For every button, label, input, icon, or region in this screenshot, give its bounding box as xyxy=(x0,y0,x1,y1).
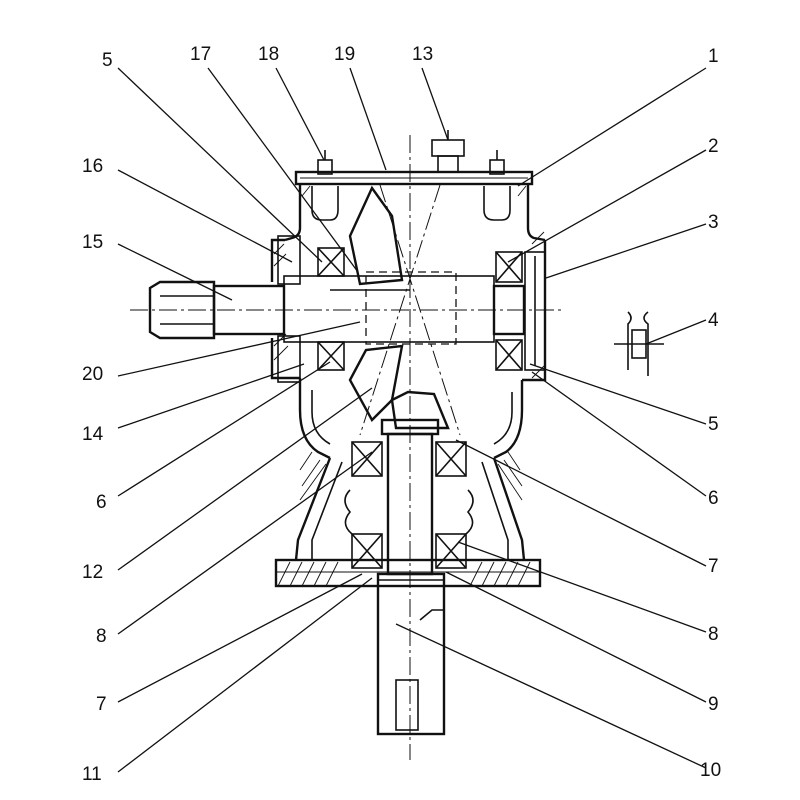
callout-14: 14 xyxy=(82,424,104,445)
callout-18: 18 xyxy=(258,44,279,65)
callouts: 5 17 18 19 13 1 2 16 3 15 4 20 14 5 6 6 … xyxy=(82,44,721,785)
bearings xyxy=(317,247,523,569)
callout-10: 10 xyxy=(700,760,721,781)
callout-6-right: 6 xyxy=(708,488,719,509)
leader-lines xyxy=(117,67,707,773)
housing xyxy=(270,130,547,588)
callout-20: 20 xyxy=(82,364,103,385)
callout-6-left: 6 xyxy=(96,492,107,513)
callout-5-right: 5 xyxy=(708,414,719,435)
bevel-gears xyxy=(330,185,450,430)
callout-4: 4 xyxy=(708,310,719,331)
callout-2: 2 xyxy=(708,136,719,157)
callout-8-right: 8 xyxy=(708,624,719,645)
callout-7-left: 7 xyxy=(96,694,107,715)
callout-8-left: 8 xyxy=(96,626,107,647)
detail-4 xyxy=(614,311,664,376)
callout-5-top: 5 xyxy=(102,50,113,71)
callout-15: 15 xyxy=(82,232,103,253)
callout-13: 13 xyxy=(412,44,433,65)
top-cover xyxy=(294,170,534,186)
hatching xyxy=(273,185,545,587)
callout-17: 17 xyxy=(190,44,211,65)
callout-7-right: 7 xyxy=(708,556,719,577)
callout-9: 9 xyxy=(708,694,719,715)
callout-1: 1 xyxy=(708,46,719,67)
callout-3: 3 xyxy=(708,212,719,233)
callout-16: 16 xyxy=(82,156,103,177)
output-shaft xyxy=(344,418,474,736)
callout-12: 12 xyxy=(82,562,103,583)
callout-19: 19 xyxy=(334,44,355,65)
callout-11: 11 xyxy=(82,764,102,785)
input-shaft xyxy=(148,271,526,345)
